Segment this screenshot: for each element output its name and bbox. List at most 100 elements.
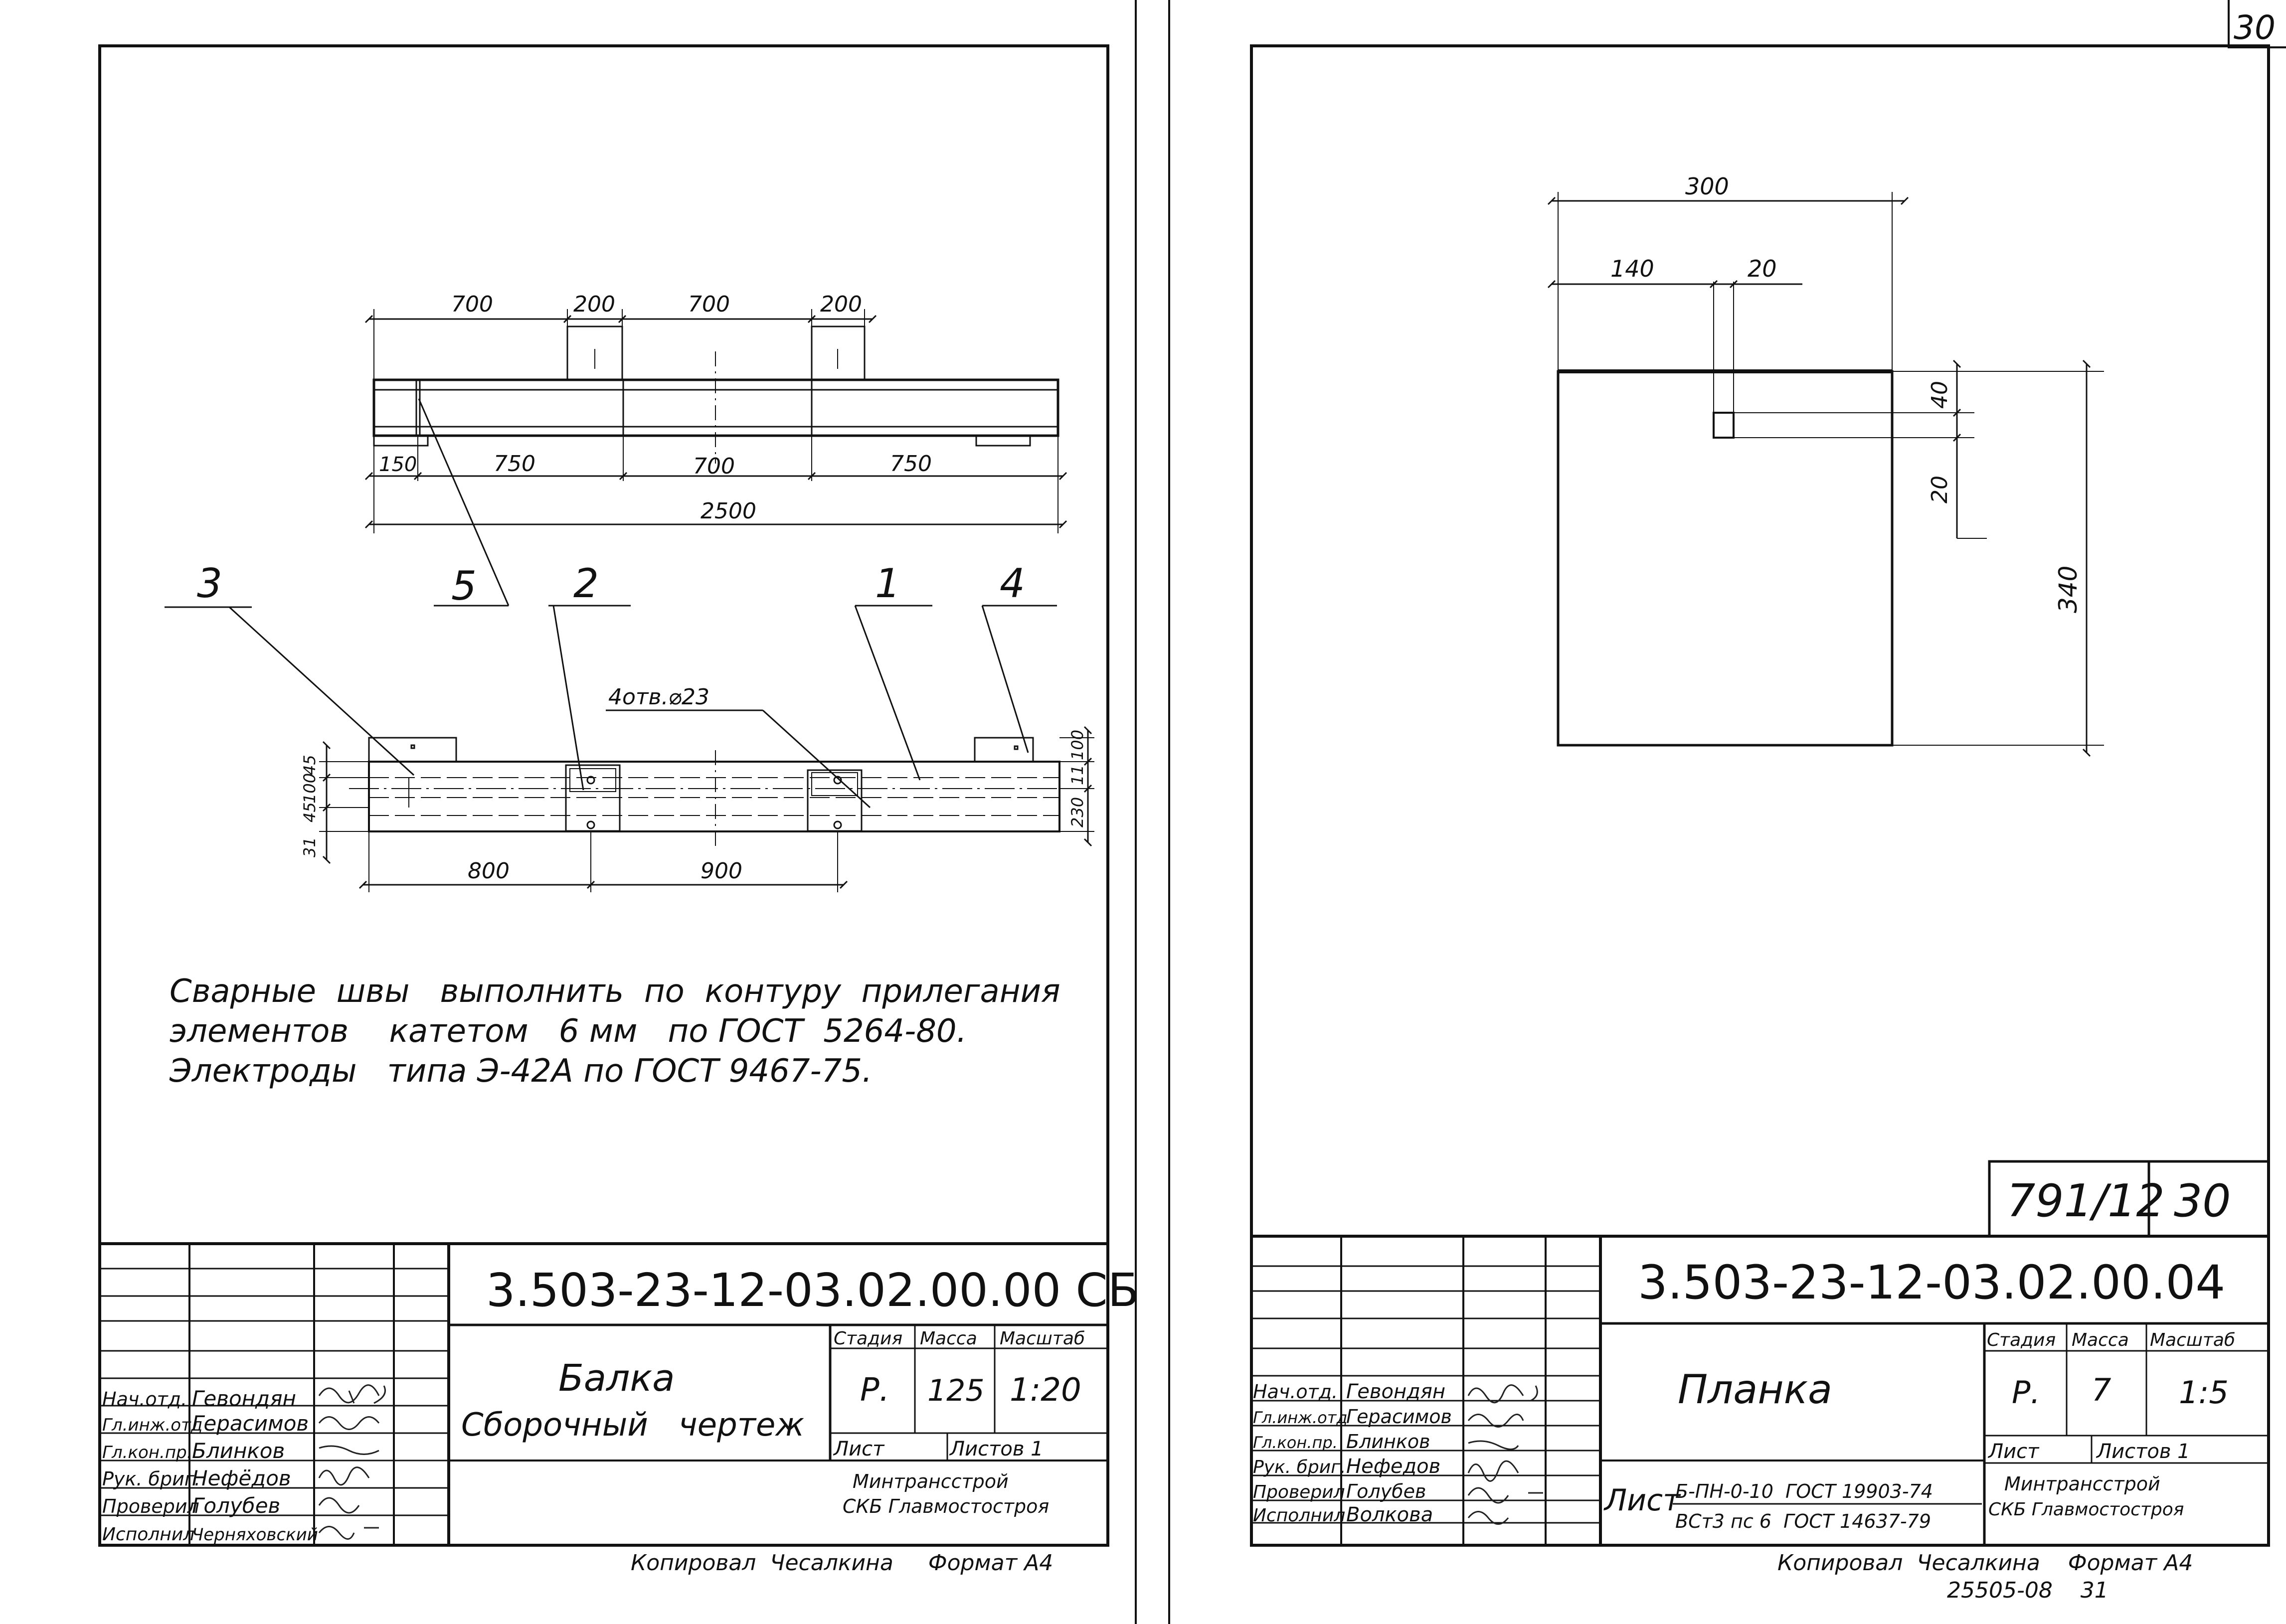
svg-text:100: 100 [1068,730,1087,760]
svg-text:Герасимов: Герасимов [1346,1406,1452,1428]
svg-text:140: 140 [1610,255,1654,282]
svg-text:Гл.инж.отд: Гл.инж.отд [102,1415,202,1435]
svg-text:3.503-23-12-03.02.00.00 СБ: 3.503-23-12-03.02.00.00 СБ [486,1264,1139,1317]
svg-text:Блинков: Блинков [1346,1431,1430,1453]
svg-text:Герасимов: Герасимов [192,1411,309,1436]
svg-text:4отв.⌀23: 4отв.⌀23 [608,684,709,710]
svg-text:СКБ Главмостостроя: СКБ Главмостостроя [1988,1499,2184,1520]
svg-text:Блинков: Блинков [192,1439,285,1463]
svg-text:700: 700 [693,454,735,479]
svg-text:Масса: Масса [2072,1330,2129,1350]
svg-text:300: 300 [1685,173,1729,200]
svg-text:Нефёдов: Нефёдов [192,1466,291,1490]
svg-text:Сборочный чертеж: Сборочный чертеж [461,1407,804,1444]
svg-text:Черняховский: Черняховский [192,1525,318,1545]
svg-text:Лист: Лист [1987,1440,2040,1463]
svg-text:Нач.отд.: Нач.отд. [102,1388,187,1410]
svg-text:150: 150 [379,453,417,476]
svg-text:750: 750 [890,451,932,477]
svg-text:340: 340 [2054,566,2083,613]
svg-text:Проверил: Проверил [1253,1482,1345,1502]
svg-text:Листов 1: Листов 1 [949,1438,1044,1461]
svg-text:Балка: Балка [558,1357,675,1400]
svg-text:элементов катетом 6 мм: элементов катетом 6 мм по ГОСТ 5264-80. [170,1013,967,1050]
svg-text:Минтрансстрой: Минтрансстрой [853,1470,1009,1492]
svg-text:Исполнил: Исполнил [1253,1505,1345,1526]
svg-text:800: 800 [468,858,510,884]
svg-text:Копировал Чесалкина Форма: Копировал Чесалкина Формат А4 [631,1550,1053,1576]
svg-text:20: 20 [1748,255,1777,282]
holes-leader: 4отв.⌀23 [606,684,871,809]
svg-text:30: 30 [2174,1175,2231,1227]
svg-text:Голубев: Голубев [1346,1480,1426,1502]
svg-text:750: 750 [494,451,535,477]
svg-text:40: 40 [1927,381,1952,409]
svg-text:Сварные швы выполнить по: Сварные швы выполнить по контуру прилега… [170,973,1060,1010]
beam-plan-view [349,737,1077,847]
svg-text:Проверил: Проверил [102,1495,199,1517]
svg-text:Стадия: Стадия [834,1328,902,1349]
svg-text:30: 30 [2234,8,2276,47]
svg-text:700: 700 [451,292,493,317]
svg-text:900: 900 [701,858,742,884]
svg-text:Электроды типа Э-42А по ГОСТ: Электроды типа Э-42А по ГОСТ 9467-75. [169,1053,872,1090]
plate-view [1557,282,1894,747]
svg-text:2500: 2500 [701,498,756,524]
svg-text:5: 5 [451,563,477,609]
svg-text:Гевондян: Гевондян [192,1386,296,1411]
svg-text:СКБ Главмостостроя: СКБ Главмостостроя [843,1495,1049,1517]
signatures [318,1384,386,1540]
svg-text:11: 11 [1068,765,1087,785]
sheet-number-box: 791/12 30 [1988,1160,2270,1238]
svg-text:230: 230 [1068,797,1087,827]
part-callouts: 3 5 2 1 4 [165,398,1057,791]
svg-text:20: 20 [1927,476,1952,503]
svg-text:791/12: 791/12 [2007,1175,2165,1227]
svg-text:200: 200 [820,292,862,317]
svg-text:Голубев: Голубев [192,1493,280,1518]
svg-text:Нач.отд.: Нач.отд. [1253,1381,1338,1403]
svg-text:700: 700 [688,292,730,317]
svg-text:Копировал Чесалкина Формат: Копировал Чесалкина Формат А4 [1777,1550,2193,1576]
left-sheet: 700 200 700 200 150 750 700 750 2500 3 [98,44,1139,1576]
svg-text:Рук. бриг.: Рук. бриг. [102,1468,200,1490]
svg-text:2: 2 [573,560,599,607]
svg-text:Р.: Р. [860,1372,889,1409]
svg-text:4: 4 [1000,560,1025,607]
svg-text:3.503-23-12-03.02.00.04: 3.503-23-12-03.02.00.04 [1638,1256,2225,1310]
svg-text:Нефедов: Нефедов [1346,1455,1440,1478]
svg-text:Гл.кон.пр.: Гл.кон.пр. [102,1443,192,1462]
svg-text:Лист: Лист [833,1438,885,1461]
svg-text:Минтрансстрой: Минтрансстрой [2004,1473,2160,1495]
elevation-dimensions: 700 200 700 200 150 750 700 750 2500 [364,292,1067,533]
left-title-block: 3.503-23-12-03.02.00.00 СБ Балка Сборочн… [100,1242,1139,1545]
left-sheet-frame [98,44,1109,1547]
svg-text:1:5: 1:5 [2179,1374,2229,1411]
svg-text:Гл.кон.пр.: Гл.кон.пр. [1253,1433,1338,1452]
right-title-block: 3.503-23-12-03.02.00.04 Планка Стадия Ма… [1251,1235,2269,1545]
right-sheet: 300 140 20 40 20 340 791/12 30 [1250,44,2270,1603]
svg-text:45: 45 [300,755,319,775]
signatures [1467,1384,1543,1525]
svg-text:45: 45 [300,802,319,822]
svg-text:Исполнил: Исполнил [102,1524,194,1545]
svg-text:Лист: Лист [1603,1483,1681,1518]
svg-text:200: 200 [573,292,615,317]
svg-text:Б-ПН-0-10 ГОСТ 19903-74: Б-ПН-0-10 ГОСТ 19903-74 [1675,1480,1933,1502]
svg-text:Планка: Планка [1678,1366,1832,1413]
svg-text:31: 31 [300,837,319,857]
svg-text:Масштаб: Масштаб [1000,1328,1085,1349]
svg-text:Гл.инж.отд: Гл.инж.отд [1253,1408,1348,1427]
svg-text:Рук. бриг.: Рук. бриг. [1253,1457,1346,1477]
svg-text:Гевондян: Гевондян [1346,1380,1445,1403]
plan-dimensions: 800 900 45 100 45 31 100 11 230 [300,726,1094,892]
svg-text:1: 1 [875,560,900,607]
welding-notes: Сварные швы выполнить по контуру прилега… [169,973,1060,1090]
svg-text:Волкова: Волкова [1346,1503,1433,1526]
svg-text:125: 125 [927,1373,985,1408]
svg-text:Масса: Масса [920,1328,977,1349]
svg-text:100: 100 [300,773,319,804]
corner-sheet-number: 30 [2228,0,2286,48]
svg-text:7: 7 [2092,1372,2111,1408]
svg-text:25505-08 31: 25505-08 31 [1947,1578,2109,1603]
